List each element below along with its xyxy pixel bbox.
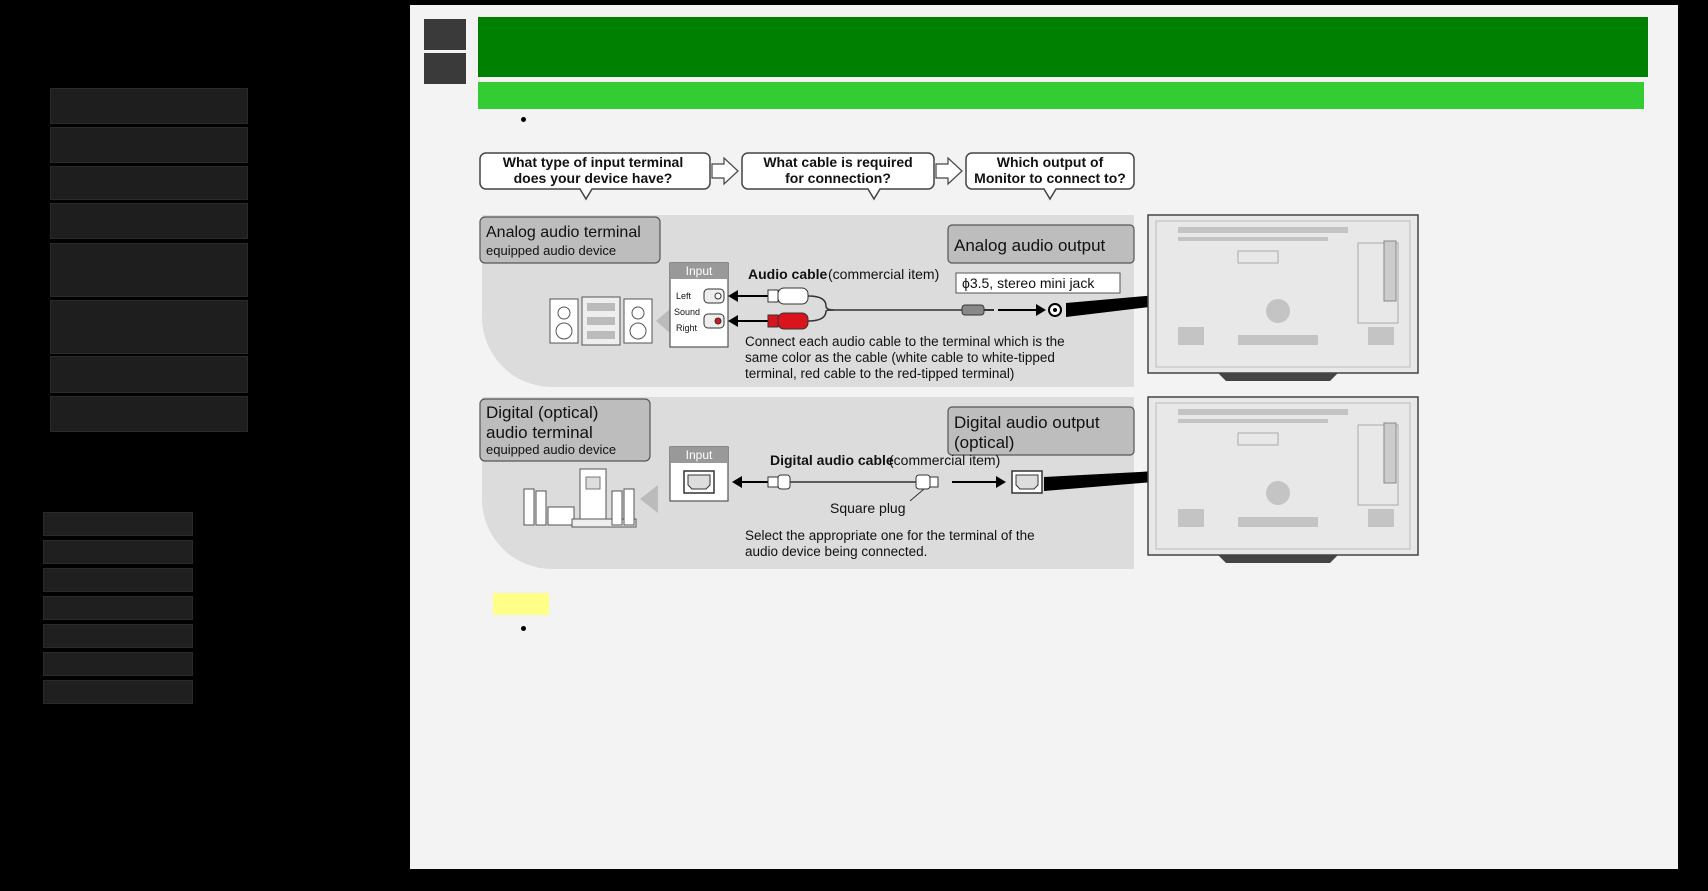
sidebar-nav-item-6[interactable] [50,300,248,354]
digital-input-header [670,447,728,463]
digital-device-title-2: audio terminal [486,423,593,442]
digital-cable-label: Digital audio cable [770,452,894,468]
analog-input-label: Input [686,264,713,278]
analog-cable-note: (commercial item) [828,266,939,282]
digital-instruction-line-1: Select the appropriate one for the termi… [745,528,1035,543]
note-badge [493,593,549,615]
digital-device-title-1: Digital (optical) [486,403,598,422]
digital-output-label-2: (optical) [954,433,1014,452]
analog-input-header [670,263,728,279]
analog-output-label: Analog audio output [954,236,1106,255]
optical-cable-icon [732,474,939,502]
status-strip [0,884,1708,891]
analog-output-label-box [947,224,1135,264]
sidebar-sub-item-3[interactable] [43,568,193,592]
sidebar-nav-item-8[interactable] [50,396,248,432]
arrow-to-optical-icon [952,476,1006,488]
digital-device-subtitle: equipped audio device [486,442,616,457]
rca-audio-cable-icon [728,287,994,330]
stereo-system-icon [549,296,653,346]
sidebar-sub-item-7[interactable] [43,680,193,704]
digital-instruction-line-2: audio device being connected. [745,544,927,559]
sidebar-nav-item-4[interactable] [50,203,248,239]
digital-input-label: Input [686,448,713,462]
main-content: What type of input terminal does your de… [410,5,1678,869]
red-rca-jack-icon [703,313,725,329]
question-3-line-2: Monitor to connect to? [974,170,1126,186]
analog-left-label: Left [676,291,692,301]
section-heading-bar [478,82,1644,109]
list-bullet-2 [521,626,526,631]
arrow-right-2-icon [935,156,963,186]
analog-device-subtitle: equipped audio device [486,243,616,258]
sidebar-sub-item-4[interactable] [43,596,193,620]
square-button-1[interactable] [424,19,466,50]
question-2-line-2: for connection? [785,170,891,186]
sidebar-nav-item-3[interactable] [50,166,248,200]
question-bubble-1: What type of input terminal does your de… [479,152,711,201]
sidebar-sub-item-2[interactable] [43,540,193,564]
white-rca-jack-icon [703,288,725,304]
list-bullet-1 [521,117,526,122]
question-1-line-1: What type of input terminal [503,154,683,170]
sidebar-sub-item-1[interactable] [43,512,193,536]
question-1-line-2: does your device have? [514,170,673,186]
analog-device-title: Analog audio terminal [486,224,641,241]
home-theater-icon [523,468,637,528]
sidebar-nav-item-7[interactable] [50,356,248,393]
jack-label-box [955,272,1121,294]
jack-label: ϕ3.5, stereo mini jack [962,275,1095,291]
question-3-line-1: Which output of [997,154,1104,170]
pointer-icon [656,309,670,333]
question-bubble-2: What cable is required for connection? [741,152,935,201]
monitor-back-analog [1147,214,1419,381]
question-2-line-1: What cable is required [763,154,912,170]
sidebar [0,0,410,870]
sidebar-sub-item-5[interactable] [43,624,193,648]
analog-instruction-line-1: Connect each audio cable to the terminal… [745,334,1065,349]
connection-diagram: What type of input terminal does your de… [479,152,1419,569]
analog-device-label-box [479,216,661,264]
monitor-back-digital [1147,396,1419,563]
sidebar-nav-item-2[interactable] [50,127,248,163]
analog-instruction-line-3: terminal, red cable to the red-tipped te… [745,366,1014,381]
question-bubble-3: Which output of Monitor to connect to? [965,152,1135,201]
digital-device-label-box [479,398,651,462]
square-plug-label: Square plug [830,500,906,516]
digital-cable-note: (commercial item) [889,452,1000,468]
sidebar-nav-item-5[interactable] [50,243,248,297]
analog-cable-label: Audio cable [748,266,828,282]
sidebar-sub-item-6[interactable] [43,652,193,676]
digital-panel: Digital (optical) audio terminal equippe… [479,397,1384,569]
digital-output-label-1: Digital audio output [954,413,1100,432]
analog-instruction-line-2: same color as the cable (white cable to … [745,350,1055,365]
pointer-icon-2 [640,485,658,513]
square-button-2[interactable] [424,53,466,84]
arrow-to-jack-icon [998,304,1046,316]
sidebar-nav-item-1[interactable] [50,88,248,124]
analog-right-label: Right [676,323,698,333]
analog-sound-label: Sound [674,307,700,317]
arrow-right-1-icon [711,156,739,186]
page-title-bar [478,17,1648,77]
digital-output-label-box [947,406,1135,456]
